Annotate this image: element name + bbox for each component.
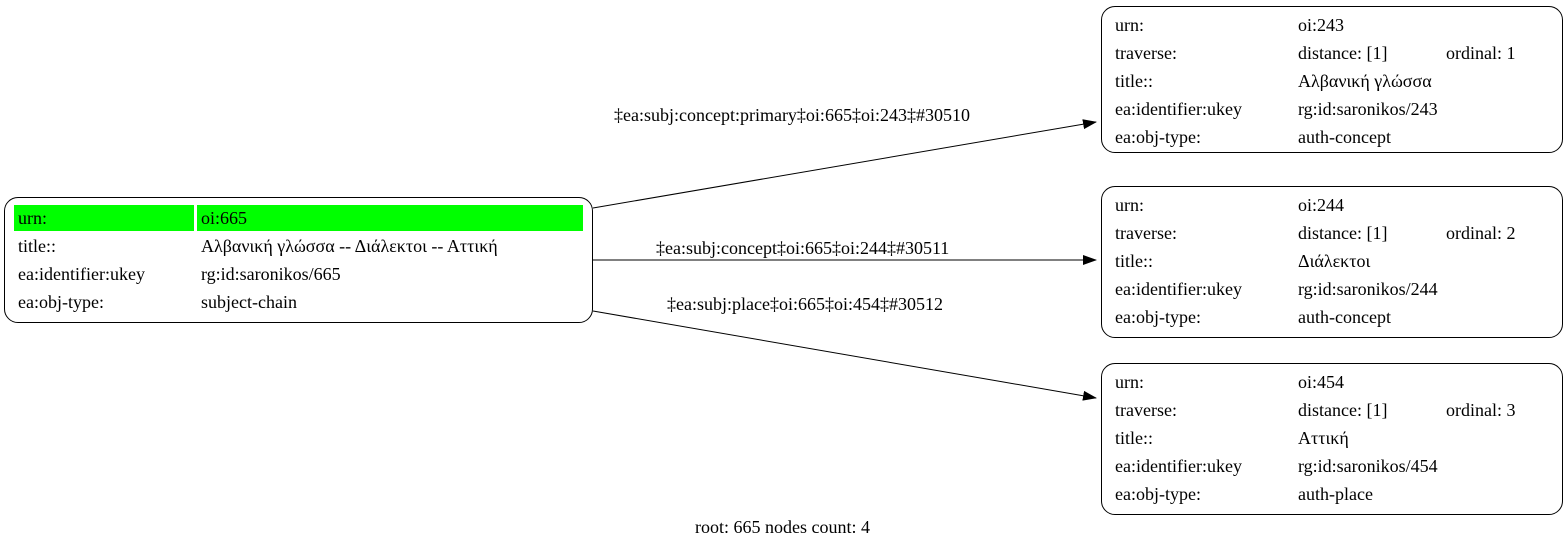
graph-caption: root: 665 nodes count: 4 <box>695 517 870 537</box>
field-value-title: Διάλεκτοι <box>1298 250 1371 271</box>
table-row: traverse: distance: [1] ordinal: 1 <box>1111 40 1553 66</box>
field-label-ukey: ea:identifier:ukey <box>1115 455 1242 476</box>
node-target-244: urn: oi:244 traverse: distance: [1] ordin… <box>1101 186 1563 338</box>
table-row: ea:obj-type: auth-concept <box>1111 304 1553 330</box>
edge-label-concept-primary: ‡ea:subj:concept:primary‡oi:665‡oi:243‡#… <box>614 105 970 125</box>
field-value-title: Αλβανική γλώσσα -- Διάλεκτοι -- Αττική <box>201 235 498 256</box>
traverse-distance: distance: [1] <box>1298 42 1388 63</box>
node-target-table: urn: oi:244 traverse: distance: [1] ordin… <box>1108 190 1556 332</box>
field-value-ukey: rg:id:saronikos/243 <box>1298 98 1438 119</box>
field-value-traverse: distance: [1] ordinal: 3 <box>1294 397 1553 423</box>
field-value-ukey: rg:id:saronikos/665 <box>201 263 341 284</box>
field-label-ukey: ea:identifier:ukey <box>18 263 145 284</box>
field-label-traverse: traverse: <box>1115 222 1177 243</box>
traverse-distance: distance: [1] <box>1298 222 1388 243</box>
table-row: urn: oi:243 <box>1111 12 1553 38</box>
table-row: ea:identifier:ukey rg:id:saronikos/665 <box>14 261 583 287</box>
field-value-ukey: rg:id:saronikos/244 <box>1298 278 1438 299</box>
field-value-urn: oi:665 <box>197 205 583 231</box>
traverse-ordinal: ordinal: 2 <box>1446 222 1516 243</box>
field-label-traverse: traverse: <box>1115 42 1177 63</box>
traverse-ordinal: ordinal: 1 <box>1446 42 1516 63</box>
field-label-objtype: ea:obj-type: <box>18 291 104 312</box>
node-target-table: urn: oi:454 traverse: distance: [1] ordin… <box>1108 367 1556 509</box>
field-value-ukey: rg:id:saronikos/454 <box>1298 455 1438 476</box>
node-root-table: urn: oi:665 title:: Αλβανική γλώσσα -- Δ… <box>11 203 586 317</box>
node-root-665: urn: oi:665 title:: Αλβανική γλώσσα -- Δ… <box>4 197 593 323</box>
table-row: urn: oi:665 <box>14 205 583 231</box>
field-value-objtype: auth-concept <box>1298 126 1391 147</box>
table-row: traverse: distance: [1] ordinal: 2 <box>1111 220 1553 246</box>
table-row: title:: Αλβανική γλώσσα -- Διάλεκτοι -- … <box>14 233 583 259</box>
table-row: traverse: distance: [1] ordinal: 3 <box>1111 397 1553 423</box>
table-row: urn: oi:244 <box>1111 192 1553 218</box>
field-value-title: Αττική <box>1298 427 1349 448</box>
field-label-urn: urn: <box>1115 194 1144 215</box>
field-label-urn: urn: <box>1115 371 1144 392</box>
node-target-243: urn: oi:243 traverse: distance: [1] ordin… <box>1101 6 1563 153</box>
field-label-title: title:: <box>18 235 56 256</box>
field-label-ukey: ea:identifier:ukey <box>1115 278 1242 299</box>
field-value-title: Αλβανική γλώσσα <box>1298 70 1432 91</box>
field-label-urn: urn: <box>14 205 194 231</box>
traverse-distance: distance: [1] <box>1298 399 1388 420</box>
field-label-objtype: ea:obj-type: <box>1115 483 1201 504</box>
edge-place-line <box>592 310 1097 401</box>
field-label-title: title:: <box>1115 427 1153 448</box>
field-value-objtype: auth-place <box>1298 483 1373 504</box>
field-label-objtype: ea:obj-type: <box>1115 126 1201 147</box>
field-value-urn: oi:243 <box>1298 14 1345 35</box>
table-row: title:: Διάλεκτοι <box>1111 248 1553 274</box>
table-row: ea:identifier:ukey rg:id:saronikos/454 <box>1111 453 1553 479</box>
node-target-table: urn: oi:243 traverse: distance: [1] ordin… <box>1108 10 1556 152</box>
table-row: title:: Αττική <box>1111 425 1553 451</box>
edge-label-place: ‡ea:subj:place‡oi:665‡oi:454‡#30512 <box>667 294 943 314</box>
table-row: ea:obj-type: auth-place <box>1111 481 1553 507</box>
edge-concept-primary-line <box>592 119 1097 209</box>
field-value-objtype: auth-concept <box>1298 306 1391 327</box>
field-label-title: title:: <box>1115 70 1153 91</box>
node-target-454: urn: oi:454 traverse: distance: [1] ordin… <box>1101 363 1563 515</box>
traverse-ordinal: ordinal: 3 <box>1446 399 1516 420</box>
table-row: ea:obj-type: subject-chain <box>14 289 583 315</box>
table-row: title:: Αλβανική γλώσσα <box>1111 68 1553 94</box>
field-value-urn: oi:244 <box>1298 194 1345 215</box>
edge-label-concept: ‡ea:subj:concept‡oi:665‡oi:244‡#30511 <box>656 238 950 258</box>
field-value-traverse: distance: [1] ordinal: 2 <box>1294 220 1553 246</box>
table-row: ea:identifier:ukey rg:id:saronikos/243 <box>1111 96 1553 122</box>
field-label-ukey: ea:identifier:ukey <box>1115 98 1242 119</box>
field-value-urn: oi:454 <box>1298 371 1345 392</box>
field-label-traverse: traverse: <box>1115 399 1177 420</box>
table-row: urn: oi:454 <box>1111 369 1553 395</box>
table-row: ea:identifier:ukey rg:id:saronikos/244 <box>1111 276 1553 302</box>
field-label-objtype: ea:obj-type: <box>1115 306 1201 327</box>
table-row: ea:obj-type: auth-concept <box>1111 124 1553 150</box>
field-label-title: title:: <box>1115 250 1153 271</box>
field-value-objtype: subject-chain <box>201 291 297 312</box>
field-label-urn: urn: <box>1115 14 1144 35</box>
field-value-traverse: distance: [1] ordinal: 1 <box>1294 40 1553 66</box>
